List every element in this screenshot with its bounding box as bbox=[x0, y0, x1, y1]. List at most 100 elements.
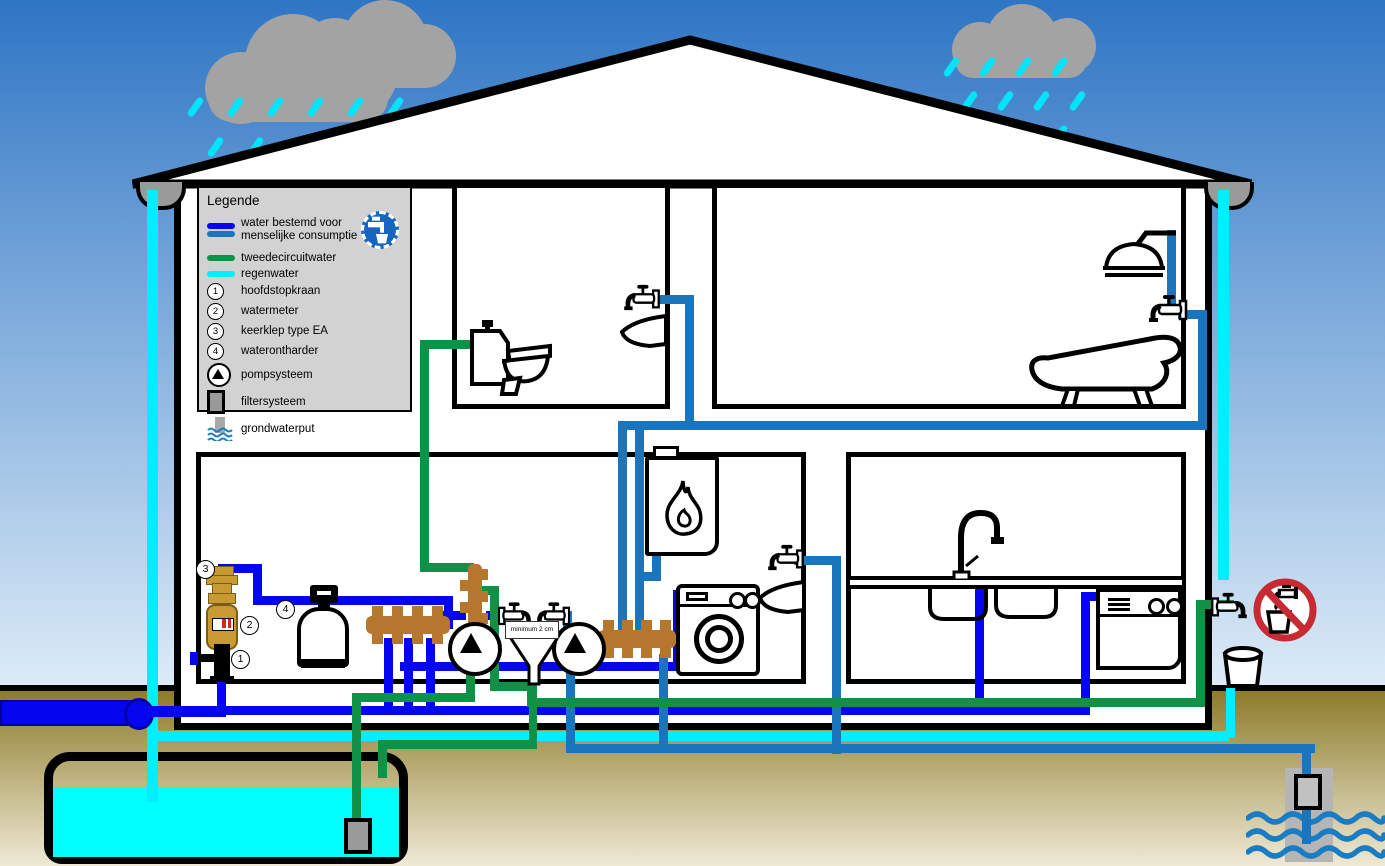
legend-item-pompsysteem: pompsysteem bbox=[207, 363, 402, 388]
flame-icon bbox=[665, 480, 703, 536]
pipe-well bbox=[1198, 310, 1207, 430]
pipe-rain-horizontal bbox=[147, 731, 1229, 741]
marker-softener: 4 bbox=[276, 600, 295, 619]
bathroom-sink-tap bbox=[624, 284, 660, 311]
pipe-well bbox=[635, 578, 644, 634]
pipe-drinking bbox=[404, 638, 413, 714]
kitchen-sink-right bbox=[994, 589, 1058, 619]
washing-machine bbox=[676, 584, 761, 676]
bathroom-sink bbox=[619, 313, 668, 349]
legend-item-drinkwater: water bestemd voor menselijke consumptie bbox=[207, 211, 402, 249]
pipe-water-main bbox=[0, 700, 142, 726]
utility-sink bbox=[757, 579, 806, 615]
legend-item-watermeter: 2 watermeter bbox=[207, 303, 402, 321]
pipe-rain-downspout-left bbox=[147, 190, 158, 802]
pipe-well-boiler-zig bbox=[635, 572, 661, 581]
marker-stop-valve: 1 bbox=[231, 650, 250, 669]
gutter-right bbox=[1204, 182, 1254, 210]
pipe-drinking bbox=[426, 638, 435, 714]
pipe-greywater-cistern-drop bbox=[352, 693, 361, 825]
pipe-well-bath-stub bbox=[1178, 310, 1206, 319]
pipe-drinking bbox=[253, 596, 453, 605]
pipe-well-horizontal bbox=[618, 421, 1206, 430]
kitchen-counter bbox=[850, 576, 1182, 589]
pipe-rain-downspout-right bbox=[1218, 190, 1229, 580]
no-drinking-water-sign bbox=[1253, 578, 1317, 642]
toilet bbox=[470, 320, 552, 396]
pipe-drinking bbox=[253, 564, 262, 605]
legend-item-grondwaterput: grondwaterput bbox=[207, 417, 402, 442]
pipe-well-boiler-stub bbox=[652, 546, 661, 580]
cistern-filter bbox=[344, 818, 372, 854]
legend-item-regenwater: regenwater bbox=[207, 268, 402, 281]
manifold-drinking bbox=[366, 606, 450, 644]
air-gap-funnel bbox=[505, 632, 563, 686]
pipe-greywater bbox=[1196, 604, 1205, 707]
bucket bbox=[1222, 646, 1264, 688]
legend-item-filtersysteem: filtersysteem bbox=[207, 390, 402, 415]
refill-tap-left bbox=[498, 602, 533, 627]
roof bbox=[131, 35, 1253, 189]
legend-item-waterontharder: 4 waterontharder bbox=[207, 343, 402, 361]
legend-title: Legende bbox=[207, 193, 260, 208]
manifold-greywater bbox=[460, 564, 488, 632]
pipe-drinking-underfloor bbox=[136, 706, 1090, 715]
bathtub-tap bbox=[1149, 295, 1188, 322]
pipe-greywater bbox=[477, 586, 499, 595]
legend: Legende water bestemd voor menselijke co… bbox=[197, 186, 412, 442]
kitchen-sink-left bbox=[928, 589, 988, 621]
marker-water-meter: 2 bbox=[240, 616, 259, 635]
pipe-greywater bbox=[380, 740, 537, 749]
legend-item-hoofdstopkraan: 1 hoofdstopkraan bbox=[207, 283, 402, 301]
pipe-drinking-kitchen-faucet bbox=[975, 576, 984, 714]
pipe-greywater-cistern-return bbox=[378, 740, 387, 778]
outdoor-tap bbox=[1211, 592, 1247, 619]
legend-item-tweedecircuit: tweedecircuitwater bbox=[207, 252, 402, 265]
pipe-drinking-dishwasher bbox=[1081, 596, 1090, 714]
pipe-drinking bbox=[218, 564, 262, 573]
pipe-rain-downspout-right-lower bbox=[1226, 688, 1235, 738]
pipe-well-utility-sink bbox=[794, 556, 840, 565]
rainwater-cistern bbox=[44, 752, 408, 864]
manifold-well bbox=[598, 620, 676, 658]
well-filter bbox=[1294, 774, 1322, 810]
pipe-drinking bbox=[400, 662, 682, 671]
filter-icon bbox=[207, 390, 225, 415]
pipe-well-shower bbox=[1167, 230, 1176, 306]
drinking-water-icon bbox=[361, 211, 399, 249]
pipe-greywater-funnel-drain bbox=[529, 674, 537, 748]
pipe-well-drop bbox=[1302, 744, 1311, 778]
pipe-well-sink-stub bbox=[654, 295, 694, 304]
pipe-greywater-toilet-stub bbox=[420, 340, 470, 349]
bathtub bbox=[1029, 334, 1183, 408]
pipe-drinking bbox=[384, 638, 393, 714]
pipe-greywater bbox=[490, 682, 536, 691]
pipe-drinking bbox=[440, 611, 466, 620]
utility-tap bbox=[768, 544, 804, 571]
pipe-greywater bbox=[420, 340, 429, 572]
air-gap-note: minimum 2 cm bbox=[505, 621, 559, 639]
refill-tap-right bbox=[535, 602, 570, 627]
legend-item-keerklep: 3 keerklep type EA bbox=[207, 323, 402, 341]
pipe-drinking bbox=[217, 672, 226, 714]
pipe-well-drop-lower bbox=[1302, 800, 1311, 844]
pipe-well bbox=[832, 556, 841, 754]
shower-head bbox=[1103, 230, 1176, 277]
pipe-greywater-pump-suction bbox=[466, 660, 475, 702]
pipe-well bbox=[618, 428, 627, 632]
pipe-well bbox=[635, 428, 644, 580]
pipe-greywater-outdoor bbox=[527, 698, 1205, 707]
dishwasher bbox=[1096, 588, 1183, 670]
pump-rainwater bbox=[448, 622, 502, 676]
pump-icon bbox=[207, 363, 231, 388]
pipe-greywater bbox=[352, 693, 474, 702]
check-valve bbox=[206, 566, 238, 604]
pipe-drinking-dishwasher-stub bbox=[1081, 592, 1109, 601]
groundwater-well-icon bbox=[207, 417, 233, 442]
boiler bbox=[645, 446, 723, 558]
pipe-well-suction-horizontal bbox=[566, 744, 1315, 753]
pipe-well bbox=[685, 295, 694, 430]
main-stop-valve bbox=[190, 644, 238, 684]
kitchen-faucet bbox=[952, 509, 1004, 580]
